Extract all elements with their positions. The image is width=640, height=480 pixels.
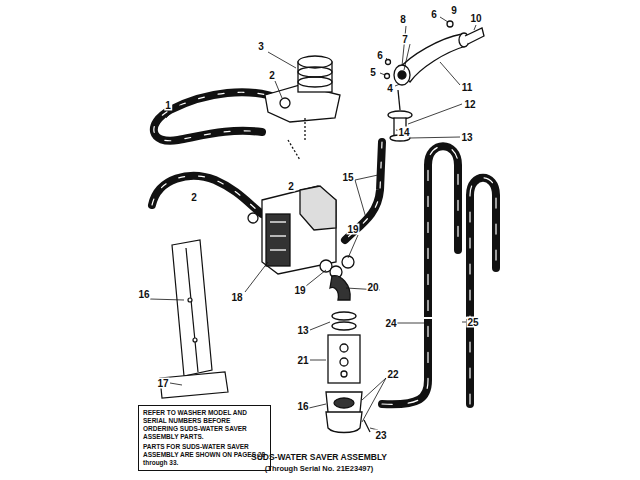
callout-number: 18	[230, 292, 243, 303]
callout-number: 10	[469, 13, 482, 24]
callout-number: 13	[460, 132, 473, 143]
callout-number: 6	[430, 9, 438, 20]
callout-number: 19	[293, 285, 306, 296]
callout-number: 7	[401, 34, 409, 45]
callout-number: 25	[466, 317, 479, 328]
callout-number: 16	[296, 401, 309, 412]
callout-number: 2	[190, 192, 198, 203]
callout-number: 16	[137, 289, 150, 300]
callout-number: 9	[450, 5, 458, 16]
callout-number: 6	[376, 50, 384, 61]
callout-number: 14	[397, 127, 410, 138]
callout-number: 12	[463, 99, 476, 110]
callout-number: 23	[374, 430, 387, 441]
callout-number: 1	[164, 100, 172, 111]
callout-number: 4	[386, 83, 394, 94]
callout-number: 8	[399, 14, 407, 25]
callout-number: 3	[257, 41, 265, 52]
callout-number: 22	[386, 369, 399, 380]
callout-number: 24	[384, 318, 397, 329]
callout-number: 2	[287, 181, 295, 192]
callout-number: 20	[366, 282, 379, 293]
diagram-caption: (Through Serial No. 21E23497)	[265, 464, 373, 473]
note-text: REFER TO WASHER MODEL AND SERIAL NUMBERS…	[143, 409, 266, 441]
callout-number: 5	[369, 67, 377, 78]
callout-number: 11	[461, 82, 474, 93]
callout-number: 21	[296, 355, 309, 366]
note-text: PARTS FOR SUDS-WATER SAVER ASSEMBLY ARE …	[143, 443, 266, 467]
callout-number: 13	[296, 325, 309, 336]
callout-number: 2	[268, 70, 276, 81]
callout-number: 17	[156, 378, 169, 389]
callout-number: 15	[341, 172, 354, 183]
callout-number: 19	[346, 224, 359, 235]
diagram-title: SUDS-WATER SAVER ASSEMBLY	[251, 452, 387, 462]
